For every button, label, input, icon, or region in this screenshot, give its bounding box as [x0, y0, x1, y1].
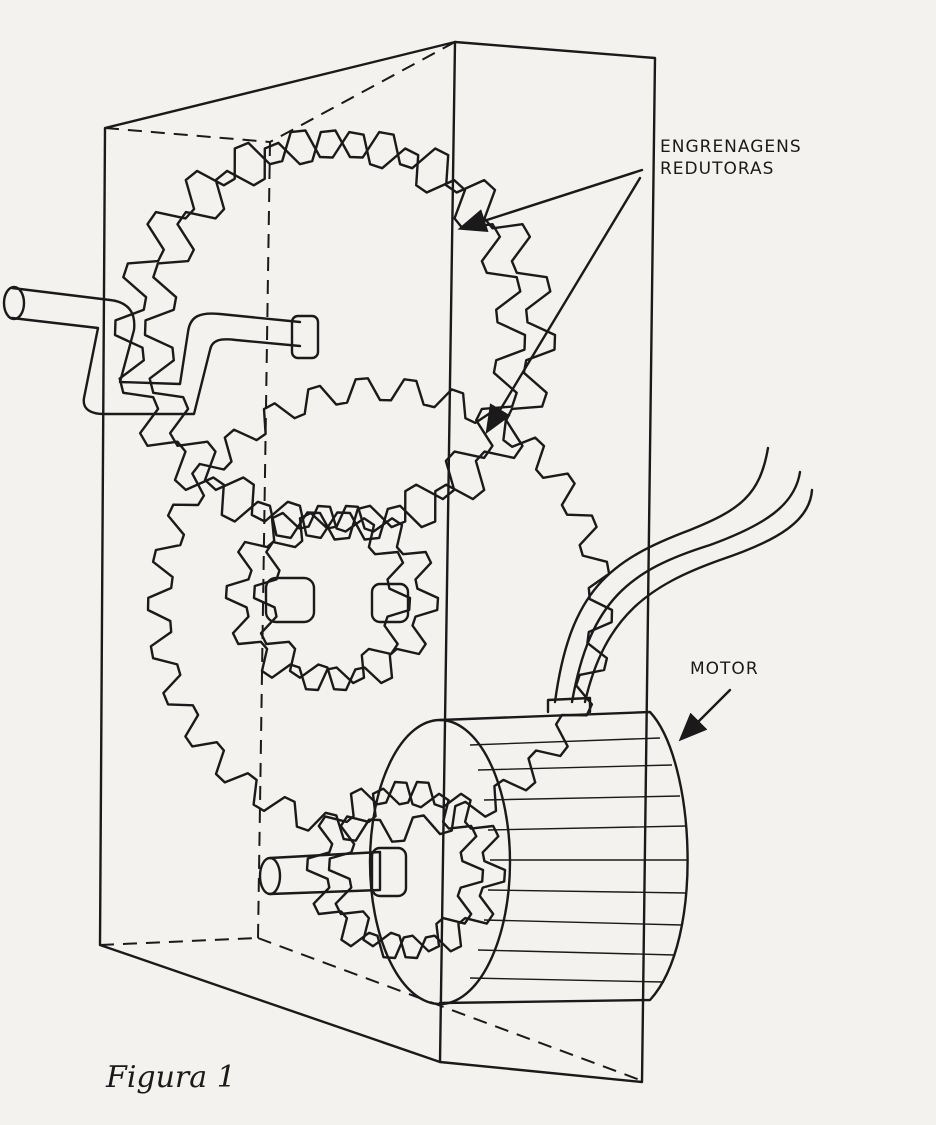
lower-large-gear — [146, 377, 614, 843]
motor-pinion — [305, 780, 485, 960]
figure-caption: Figura 1 — [106, 1060, 236, 1095]
motor-wires — [553, 446, 814, 704]
gears-label-line-1: ENGRENAGENS — [660, 137, 802, 157]
gearbox-housing — [98, 40, 657, 1084]
middle-pinion — [224, 504, 412, 692]
crank-handle — [2, 285, 320, 416]
output-shaft — [258, 846, 408, 898]
middle-shaft — [264, 576, 410, 624]
motor-arrow — [678, 688, 732, 742]
motor-body — [368, 696, 689, 1006]
reduction-gears — [113, 129, 614, 960]
gear-arrows — [457, 168, 644, 435]
middle-pinion-back — [252, 504, 440, 692]
motor-pinion-back — [327, 780, 507, 960]
motor-label: MOTOR — [690, 659, 759, 679]
large-gear — [113, 129, 527, 541]
gears-label-line-2: REDUTORAS — [660, 159, 775, 179]
gears-label: ENGRENAGENS REDUTORAS — [660, 136, 802, 180]
large-gear-back — [143, 129, 557, 541]
